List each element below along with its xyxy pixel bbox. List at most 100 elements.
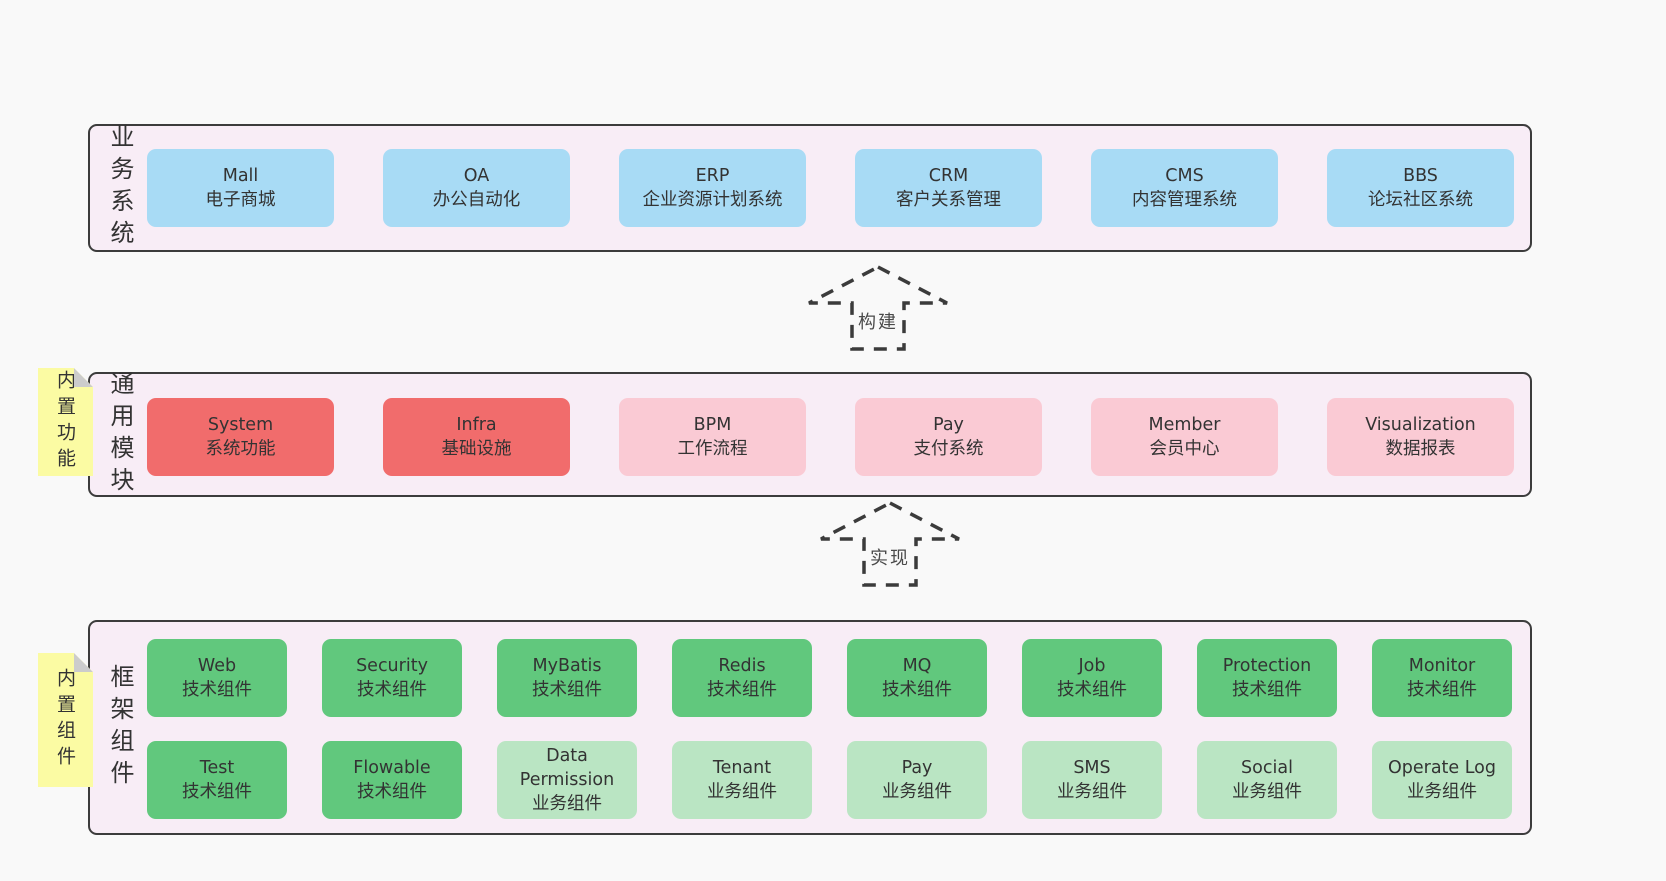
diagram-box-sms: SMS 业务组件 xyxy=(1022,741,1162,819)
diagram-box-data-permission: Data Permission 业务组件 xyxy=(497,741,637,819)
diagram-box-crm: CRM 客户关系管理 xyxy=(855,149,1042,227)
box-title: CMS xyxy=(1165,166,1204,186)
diagram-box-protection: Protection 技术组件 xyxy=(1197,639,1337,717)
up-arrow-icon xyxy=(820,501,960,587)
box-title: Member xyxy=(1148,415,1221,435)
box-title: Flowable xyxy=(353,758,431,778)
diagram-box-monitor: Monitor 技术组件 xyxy=(1372,639,1512,717)
diagram-box-bpm: BPM 工作流程 xyxy=(619,398,806,476)
diagram-box-job: Job 技术组件 xyxy=(1022,639,1162,717)
box-subtitle: 支付系统 xyxy=(913,439,984,459)
box-subtitle: 技术组件 xyxy=(357,680,427,700)
box-title: ERP xyxy=(695,166,730,186)
box-subtitle: 业务组件 xyxy=(532,794,602,814)
box-subtitle: 技术组件 xyxy=(182,782,252,802)
box-row: System 系统功能 Infra 基础设施 BPM 工作流程 Pay 支付系统 Member 会… xyxy=(147,398,1514,476)
box-title: Security xyxy=(356,656,428,676)
builtin-components-note: 内置组件 xyxy=(38,653,93,787)
box-title: Job xyxy=(1078,656,1106,676)
box-subtitle: 技术组件 xyxy=(1232,680,1302,700)
box-title: Tenant xyxy=(712,758,772,778)
box-subtitle: 业务组件 xyxy=(707,782,777,802)
box-subtitle: 基础设施 xyxy=(441,439,512,459)
box-title: Data Permission xyxy=(519,746,615,790)
box-title: Operate Log xyxy=(1387,758,1497,778)
build-arrow: 构建 xyxy=(806,264,950,352)
implement-arrow: 实现 xyxy=(818,500,962,588)
box-title: Web xyxy=(197,656,237,676)
box-subtitle: 业务组件 xyxy=(1407,782,1477,802)
diagram-box-visualization: Visualization 数据报表 xyxy=(1327,398,1514,476)
diagram-box-cms: CMS 内容管理系统 xyxy=(1091,149,1278,227)
box-subtitle: 技术组件 xyxy=(357,782,427,802)
layer-label-business-systems: 业务系统 xyxy=(106,124,134,252)
diagram-box-security: Security 技术组件 xyxy=(322,639,462,717)
builtin-components-note-label: 内置组件 xyxy=(54,668,76,772)
box-title: System xyxy=(207,415,274,435)
diagram-box-oa: OA 办公自动化 xyxy=(383,149,570,227)
builtin-functions-note: 内置功能 xyxy=(38,368,93,476)
diagram-box-pay: Pay 支付系统 xyxy=(855,398,1042,476)
box-title: BBS xyxy=(1403,166,1438,186)
common-modules-boxes: System 系统功能 Infra 基础设施 BPM 工作流程 Pay 支付系统 Member 会… xyxy=(147,398,1514,476)
box-subtitle: 技术组件 xyxy=(182,680,252,700)
box-subtitle: 工作流程 xyxy=(677,439,748,459)
implement-arrow-label: 实现 xyxy=(870,548,910,569)
diagram-box-bbs: BBS 论坛社区系统 xyxy=(1327,149,1514,227)
box-subtitle: 内容管理系统 xyxy=(1132,190,1237,210)
box-subtitle: 技术组件 xyxy=(1407,680,1477,700)
box-title: MQ xyxy=(902,656,932,676)
box-title: OA xyxy=(463,166,490,186)
box-title: BPM xyxy=(693,415,732,435)
box-subtitle: 技术组件 xyxy=(707,680,777,700)
up-arrow-icon xyxy=(808,265,948,351)
diagram-box-tenant: Tenant 业务组件 xyxy=(672,741,812,819)
box-title: CRM xyxy=(928,166,969,186)
box-subtitle: 客户关系管理 xyxy=(896,190,1001,210)
box-subtitle: 业务组件 xyxy=(882,782,952,802)
box-subtitle: 论坛社区系统 xyxy=(1368,190,1473,210)
diagram-box-system: System 系统功能 xyxy=(147,398,334,476)
box-title: Test xyxy=(199,758,235,778)
builtin-functions-note-label: 内置功能 xyxy=(54,370,76,474)
diagram-box-social: Social 业务组件 xyxy=(1197,741,1337,819)
box-subtitle: 会员中心 xyxy=(1149,439,1220,459)
box-subtitle: 数据报表 xyxy=(1385,439,1456,459)
box-subtitle: 业务组件 xyxy=(1232,782,1302,802)
diagram-box-test: Test 技术组件 xyxy=(147,741,287,819)
box-title: Infra xyxy=(456,415,497,435)
box-subtitle: 电子商城 xyxy=(205,190,276,210)
box-title: Protection xyxy=(1222,656,1312,676)
diagram-box-member: Member 会员中心 xyxy=(1091,398,1278,476)
box-subtitle: 技术组件 xyxy=(1057,680,1127,700)
box-title: Social xyxy=(1241,758,1293,778)
diagram-box-web: Web 技术组件 xyxy=(147,639,287,717)
box-title: SMS xyxy=(1073,758,1111,778)
box-subtitle: 办公自动化 xyxy=(432,190,521,210)
box-title: Visualization xyxy=(1365,415,1476,435)
diagram-box-erp: ERP 企业资源计划系统 xyxy=(619,149,806,227)
box-title: MyBatis xyxy=(532,656,602,676)
diagram-box-infra: Infra 基础设施 xyxy=(383,398,570,476)
build-arrow-label: 构建 xyxy=(858,312,898,333)
box-subtitle: 企业资源计划系统 xyxy=(642,190,783,210)
layer-label-framework-components: 框架组件 xyxy=(106,663,134,792)
box-title: Pay xyxy=(933,415,964,435)
box-title: Monitor xyxy=(1408,656,1476,676)
box-subtitle: 业务组件 xyxy=(1057,782,1127,802)
box-subtitle: 系统功能 xyxy=(205,439,276,459)
